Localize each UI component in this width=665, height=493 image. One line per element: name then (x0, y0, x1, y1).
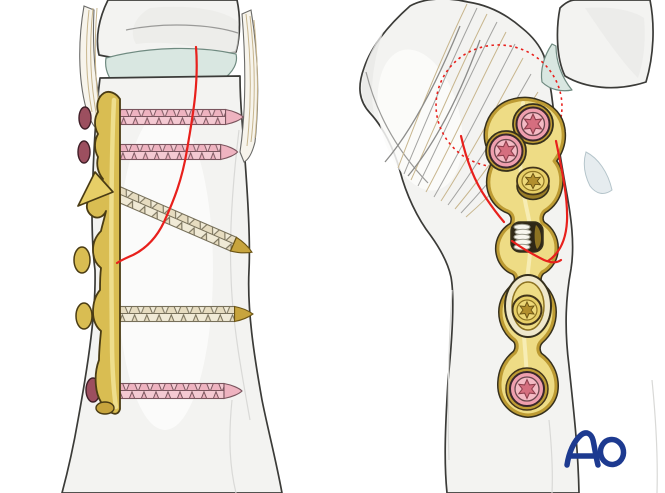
logo-letter-o (597, 436, 627, 468)
shaft-inner-line-right (548, 419, 553, 493)
condyle-highlight (377, 49, 463, 191)
screw-transverse-2 (105, 143, 239, 161)
screw-transverse-3 (103, 305, 254, 323)
lateral-cartilage (540, 43, 573, 92)
volar-structure (583, 151, 613, 194)
plate-edge-on (73, 90, 121, 415)
condyle-shading (132, 6, 239, 58)
lateral-view (359, 0, 658, 493)
ao-logo (564, 430, 627, 468)
screw-head-gold-distal (516, 166, 550, 201)
screw-head-edge-1 (78, 106, 92, 130)
condyle-contour-line (125, 24, 239, 34)
exposed-screw-thread (513, 223, 532, 251)
screw-head-edge-2 (77, 140, 91, 164)
fracture-line-lateral-cross (510, 239, 563, 264)
bone-highlight (117, 110, 213, 430)
condyle-edge-shading (362, 30, 384, 114)
fracture-line-lateral-left (459, 134, 506, 224)
screw-head-pink-lower-left (485, 130, 527, 172)
plate-highlight (109, 97, 119, 410)
far-right-contour (651, 379, 658, 493)
plate-tip-cap (95, 401, 115, 415)
plate-hole-ear-2 (75, 302, 93, 330)
oblique-screw-washer (77, 171, 114, 207)
sagittal-band-line-1 (384, 25, 461, 163)
screw-transverse-1 (105, 108, 244, 126)
plate-hole-ear-1 (73, 246, 91, 274)
fracture-line-frontal (115, 45, 198, 265)
sagittal-band-line-2 (407, 39, 481, 177)
fracture-line-lateral-right (546, 139, 569, 263)
inner-cortex-line (229, 129, 251, 421)
ligament-fiber-fan (384, 3, 548, 218)
opposing-bone-shading (585, 7, 645, 78)
inner-cortex-line-lower (229, 399, 237, 493)
screw-head-pink-upper (512, 103, 554, 145)
oval-slot-screw (504, 274, 552, 338)
plate-face-on (483, 96, 567, 418)
combi-hole (510, 221, 544, 253)
ligament-band-right (239, 9, 259, 163)
frontal-view (61, 0, 283, 493)
condyle-inner-contour (365, 71, 429, 184)
screw-transverse-4 (101, 382, 243, 400)
screw-head-pink-shaft-end (505, 367, 549, 411)
shaft-inner-line-left (447, 289, 453, 461)
hole-inner-bevel (534, 225, 542, 249)
